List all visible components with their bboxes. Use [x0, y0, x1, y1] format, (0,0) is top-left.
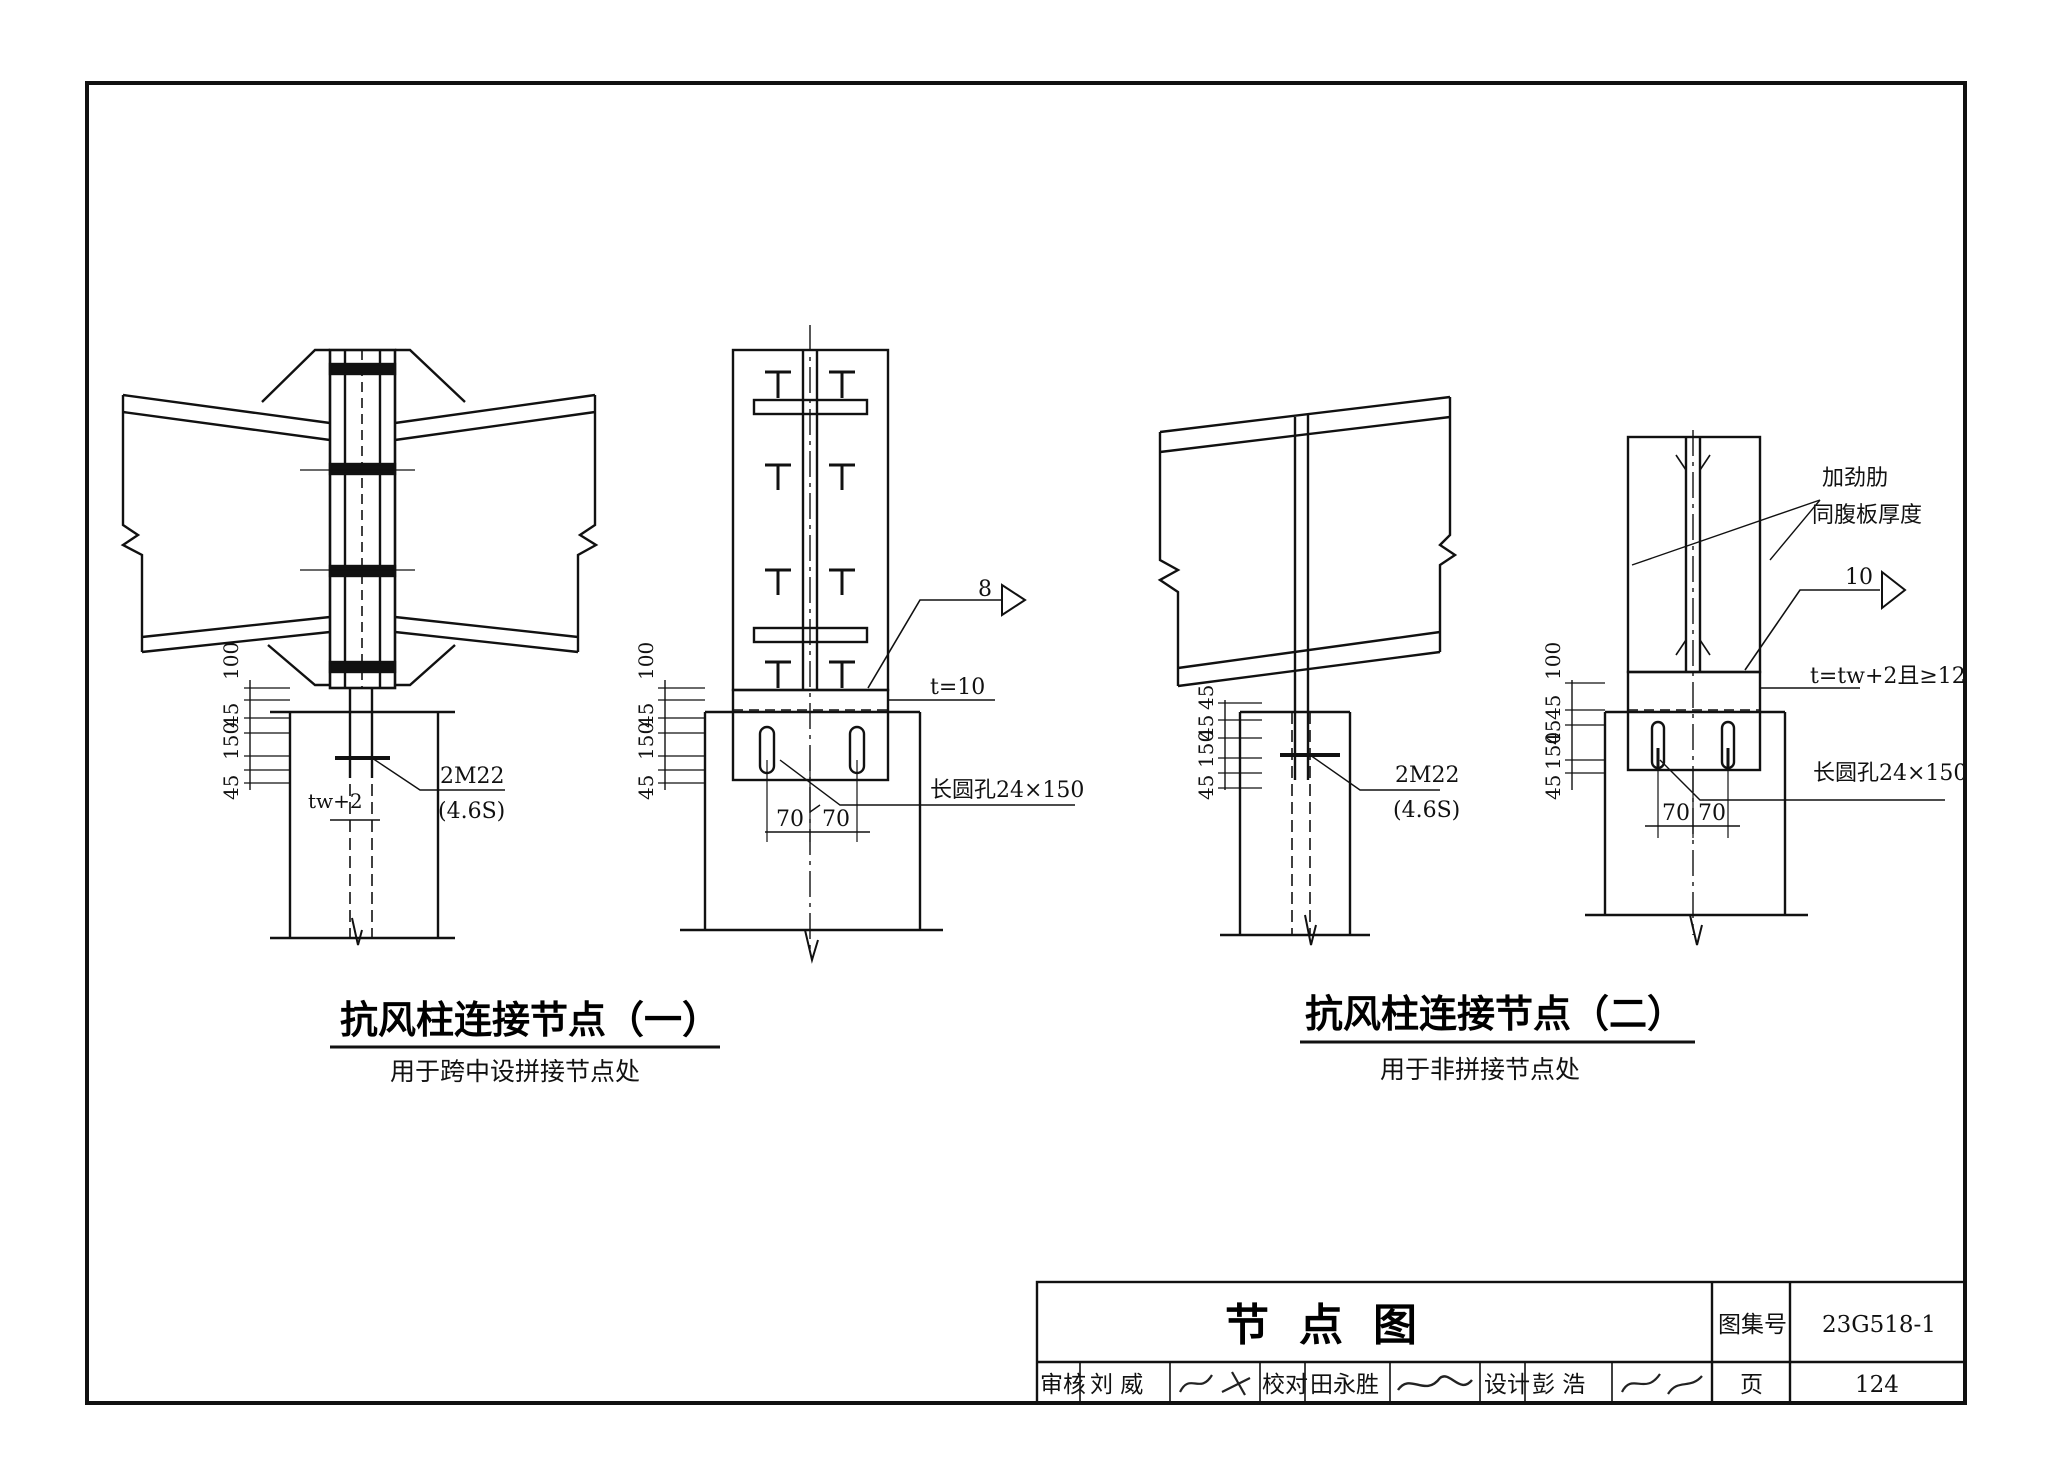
check-label: 校对 — [1262, 1372, 1308, 1398]
d1-plate-thickness: t=10 — [930, 675, 985, 700]
d2f-dim-45b: 45 — [1541, 720, 1565, 745]
detail2-side-labels: 45 45 150 45 2M22 (4.6S) — [1194, 685, 1460, 823]
d2-bolt-grade: (4.6S) — [1393, 798, 1460, 823]
d1-web-label: tw+2 — [308, 789, 363, 813]
d2-stiffener-label: 加劲肋 — [1822, 466, 1888, 491]
d2-dim-45b: 45 — [1194, 715, 1218, 740]
d2-dim-150: 150 — [1194, 730, 1218, 768]
d2-spacing-right: 70 — [1698, 801, 1726, 826]
d2-dim-45c: 45 — [1194, 775, 1218, 800]
d2f-dim-150: 150 — [1541, 732, 1565, 770]
detail2-title: 抗风柱连接节点（二） — [1305, 992, 1685, 1036]
d2-slot-label: 长圆孔24×150 — [1813, 761, 1967, 786]
designer-signature — [1621, 1373, 1703, 1395]
detail2-side-view — [1157, 395, 1458, 946]
detail1-side-view — [120, 348, 599, 946]
d1-weld-size: 8 — [978, 577, 992, 602]
design-label: 设计 — [1484, 1372, 1530, 1398]
d2f-dim-100: 100 — [1541, 642, 1565, 680]
d2-stiffener-note: 同腹板厚度 — [1812, 503, 1922, 528]
detail1-front-labels: 100 45 150 45 8 t=10 长圆孔24×150 70 70 — [634, 577, 1084, 832]
checker-name: 田永胜 — [1310, 1372, 1379, 1398]
detail1-subtitle: 用于跨中设拼接节点处 — [390, 1057, 640, 1086]
sheet-border — [85, 81, 1967, 1405]
d2f-dim-45c: 45 — [1541, 775, 1565, 800]
d2-dim-45a: 45 — [1194, 685, 1218, 710]
page-label: 页 — [1740, 1372, 1763, 1398]
drawing-title: 节点图 — [1225, 1300, 1447, 1351]
d2-bolt-label: 2M22 — [1395, 763, 1460, 788]
d1-bolt-grade: (4.6S) — [438, 799, 505, 824]
d1-slot-label: 长圆孔24×150 — [930, 778, 1084, 803]
d1-dim-45a: 45 — [219, 703, 243, 728]
d1-spacing-left: 70 — [776, 807, 804, 832]
d1f-dim-150: 150 — [634, 722, 658, 760]
reviewer-name: 刘 威 — [1090, 1372, 1143, 1398]
review-label: 审核 — [1040, 1372, 1086, 1398]
atlas-label: 图集号 — [1718, 1312, 1787, 1338]
d1f-dim-45a: 45 — [634, 703, 658, 728]
designer-name: 彭 浩 — [1532, 1372, 1585, 1398]
detail1-title: 抗风柱连接节点（一） — [340, 998, 720, 1042]
d1-spacing-right: 70 — [822, 807, 850, 832]
checker-signature — [1397, 1375, 1473, 1391]
d1f-dim-100: 100 — [634, 642, 658, 680]
d1-bolt-label: 2M22 — [440, 764, 505, 789]
page-number: 124 — [1855, 1372, 1899, 1398]
d2-weld-size: 10 — [1845, 565, 1873, 590]
d1f-dim-45b: 45 — [634, 775, 658, 800]
reviewer-signature — [1179, 1371, 1251, 1396]
title-block — [1035, 1280, 1967, 1405]
detail1-front-view — [658, 325, 1075, 964]
atlas-number: 23G518-1 — [1822, 1312, 1936, 1338]
d1-dim-45b: 45 — [219, 775, 243, 800]
d2-spacing-left: 70 — [1662, 801, 1690, 826]
detail2-front-labels: 100 45 45 150 45 加劲肋 同腹板厚度 10 t=tw+2且≥12… — [1541, 466, 1967, 826]
d2f-dim-45a: 45 — [1541, 695, 1565, 720]
detail1-side-labels: 100 45 150 45 2M22 (4.6S) tw+2 — [219, 642, 505, 824]
detail2-subtitle: 用于非拼接节点处 — [1380, 1055, 1580, 1084]
detail2-front-view — [1565, 430, 1945, 946]
d2-plate-thickness: t=tw+2且≥12 — [1810, 664, 1966, 689]
d1-dim-100: 100 — [219, 642, 243, 680]
title-block-text: 节点图 图集号 23G518-1 审核 刘 威 校对 田永胜 设计 彭 浩 页 … — [1040, 1300, 1936, 1398]
d1-dim-150a: 150 — [219, 722, 243, 760]
